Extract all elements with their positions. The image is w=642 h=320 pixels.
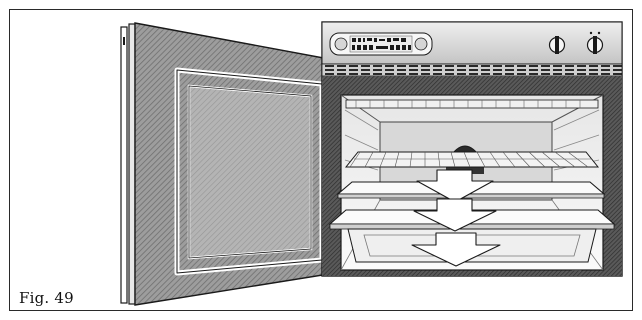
oven-door [121, 23, 329, 305]
display-left-button-icon[interactable] [335, 38, 347, 50]
middle-wire-rack [346, 152, 598, 167]
door-hinge-strip [121, 27, 127, 303]
top-rack [346, 100, 598, 108]
door-edge [129, 24, 135, 304]
figure-caption: Fig. 49 [19, 289, 74, 307]
oven-body: ─── [322, 22, 622, 276]
door-window [189, 86, 311, 258]
lcd-display [330, 33, 432, 55]
door-hinge-top [123, 37, 125, 45]
vent-strip [322, 64, 622, 76]
manufacturer-mark: ─── [571, 268, 582, 274]
display-right-button-icon[interactable] [415, 38, 427, 50]
